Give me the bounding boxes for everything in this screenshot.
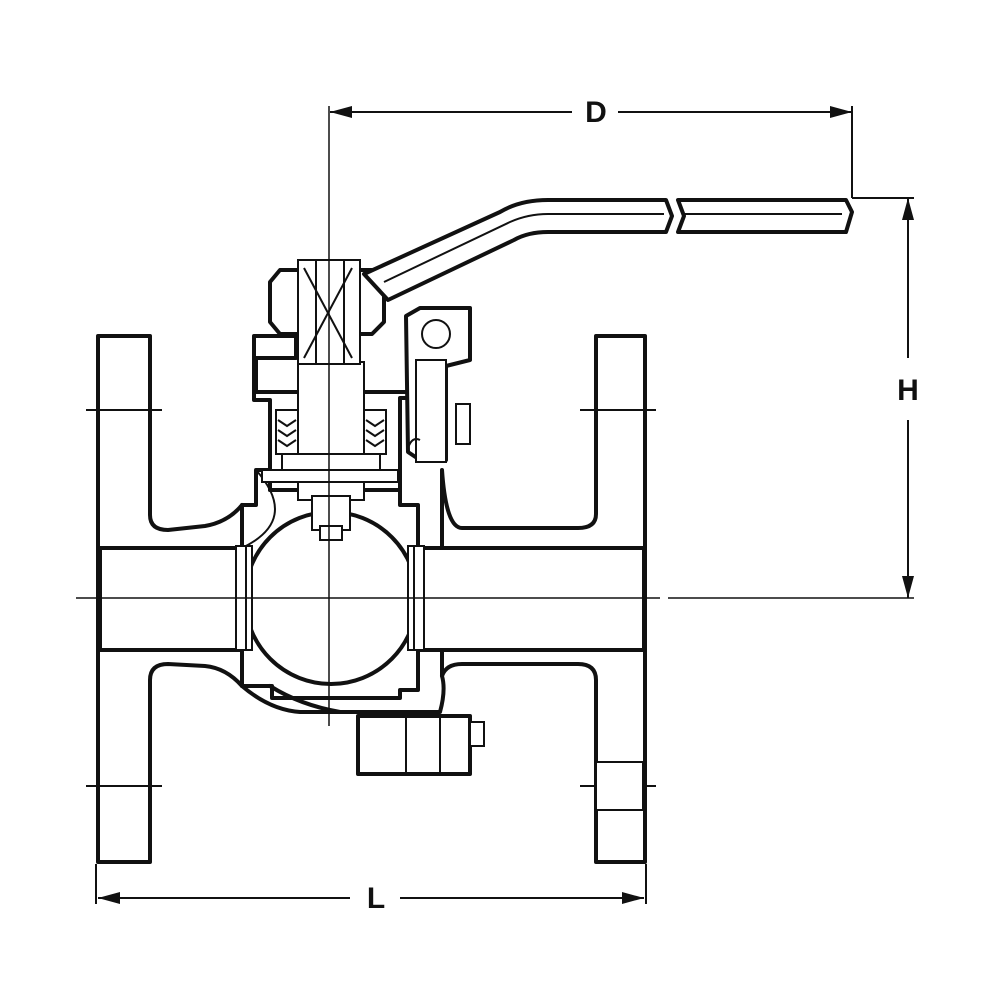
centerlines <box>76 106 914 726</box>
dimension-h-label: H <box>897 374 919 407</box>
lock-plate <box>404 306 472 463</box>
stem-assembly <box>252 334 422 541</box>
dimension-l-label: L <box>367 882 385 915</box>
dimension-h: H <box>852 197 919 598</box>
dimension-d-label: D <box>585 96 607 129</box>
drain-plug <box>356 714 485 776</box>
lever-handle <box>362 198 854 302</box>
dimension-d: D <box>330 96 853 198</box>
dimension-l: L <box>95 864 647 915</box>
